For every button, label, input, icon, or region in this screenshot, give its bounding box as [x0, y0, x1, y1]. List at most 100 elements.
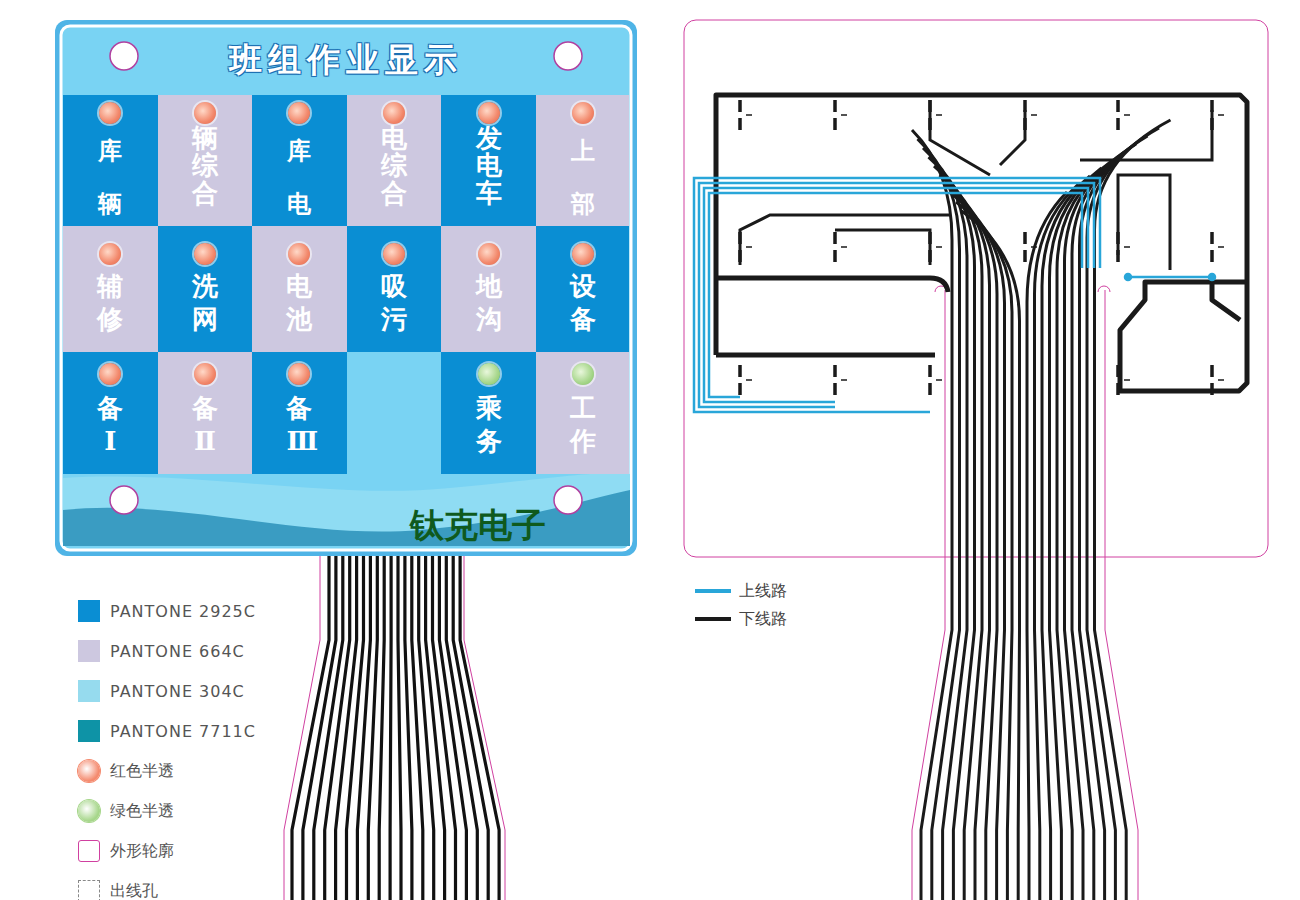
contact — [1116, 365, 1120, 395]
contact-mark — [746, 379, 752, 381]
trace — [912, 130, 952, 900]
led-window — [99, 243, 121, 265]
led-window — [288, 243, 310, 265]
indicator-cell: 工作 — [536, 352, 629, 474]
contact-mark — [936, 379, 942, 381]
legend-swatch — [695, 589, 731, 593]
indicator-cell: 上部 — [536, 95, 629, 226]
cell-label: 备Ⅱ — [192, 392, 218, 457]
contact-mark — [841, 246, 847, 248]
indicator-cell: 备Ⅱ — [158, 352, 253, 474]
contact-mark — [841, 379, 847, 381]
contact — [1116, 100, 1120, 130]
led-window — [194, 243, 216, 265]
trace — [446, 556, 477, 900]
cell-label: 地沟 — [476, 270, 502, 335]
contact-mark — [1124, 379, 1130, 381]
cell-label: 工作 — [570, 392, 596, 457]
indicator-cell: 备Ⅰ — [63, 352, 158, 474]
cell-label: 辅修 — [97, 270, 123, 335]
trace — [1080, 136, 1148, 900]
legend-entry: PANTONE 7711C — [78, 720, 256, 742]
led-window — [99, 102, 121, 124]
trace — [1087, 128, 1159, 900]
legend-swatch — [78, 840, 100, 862]
trace — [1095, 120, 1171, 900]
trace — [740, 100, 1212, 270]
trace — [951, 193, 1005, 900]
indicator-cell: 洗网 — [158, 226, 253, 352]
indicator-cell: 乘务 — [441, 352, 536, 474]
contact-mark — [936, 114, 942, 116]
indicator-cell: 库电 — [252, 95, 347, 226]
legend-entry: PANTONE 304C — [78, 680, 245, 702]
legend-swatch — [78, 680, 100, 702]
legend-text: 外形轮廓 — [110, 841, 174, 862]
contact — [738, 100, 742, 130]
legend-swatch — [78, 800, 100, 822]
legend-text: 绿色半透 — [110, 801, 174, 822]
cell-label: 库电 — [287, 125, 311, 231]
led-window — [572, 363, 594, 385]
cell-label: 乘务 — [476, 392, 502, 457]
led-window — [478, 102, 500, 124]
trace — [390, 556, 391, 900]
legend-entry: 下线路 — [695, 608, 787, 630]
cell-label: 洗网 — [192, 270, 218, 335]
indicator-cell: 库辆 — [63, 95, 158, 226]
contact-mark — [841, 114, 847, 116]
contact-mark — [746, 114, 752, 116]
led-window — [478, 363, 500, 385]
contact-mark — [936, 246, 942, 248]
legend-entry: 绿色半透 — [78, 800, 174, 822]
contact-mark — [1218, 379, 1224, 381]
led-window — [383, 102, 405, 124]
contact-mark — [1218, 246, 1224, 248]
legend-swatch — [78, 600, 100, 622]
legend-text: PANTONE 304C — [110, 682, 245, 701]
trace — [918, 139, 960, 900]
legend-text: 出线孔 — [110, 881, 158, 900]
contact — [833, 100, 837, 130]
cell-label: 电综合 — [381, 125, 407, 207]
panel-title: 班组作业显示 — [55, 38, 637, 83]
trace — [368, 556, 377, 900]
cell-label: 库辆 — [98, 125, 122, 231]
slot-notch — [935, 286, 1110, 292]
panel-outer — [55, 20, 637, 556]
led-window — [383, 243, 405, 265]
legend-entry: 外形轮廓 — [78, 840, 174, 862]
cell-label: 上部 — [571, 125, 595, 231]
indicator-cell: 辅修 — [63, 226, 158, 352]
cell-label: 辆综合 — [192, 125, 218, 207]
mount-holes — [110, 42, 582, 514]
legend-text: 下线路 — [739, 609, 787, 630]
indicator-cell: 辆综合 — [158, 95, 253, 226]
indicator-cell: 吸污 — [347, 226, 442, 352]
led-window — [288, 363, 310, 385]
cell-label: 设备 — [570, 270, 596, 335]
cell-label: 电池 — [286, 270, 312, 335]
contact — [1210, 232, 1214, 262]
contact-mark — [1124, 114, 1130, 116]
contact-mark — [1031, 114, 1037, 116]
cell-label: 备Ⅲ — [286, 392, 312, 457]
trace — [945, 184, 997, 900]
led-window — [572, 243, 594, 265]
cell-label: 吸污 — [381, 270, 407, 335]
led-window — [194, 102, 216, 124]
indicator-cell: 发电车 — [441, 95, 536, 226]
display-panel: 班组作业显示库辆 辆综合 库电 电综合 发电车上部辅修 洗网 电池 吸污 地沟 设备备Ⅰ 备Ⅱ 备Ⅲ 乘… — [55, 20, 637, 556]
trace — [934, 166, 982, 900]
legend-swatch — [78, 760, 100, 782]
contact-mark — [1218, 114, 1224, 116]
trace — [453, 556, 488, 900]
legend-entry: PANTONE 664C — [78, 640, 245, 662]
led-window — [478, 243, 500, 265]
contact — [1023, 232, 1027, 262]
indicator-cell: 地沟 — [441, 226, 536, 352]
indicator-cell: 电池 — [252, 226, 347, 352]
trace — [962, 211, 1020, 900]
trace — [398, 556, 401, 900]
contact — [1210, 365, 1214, 395]
